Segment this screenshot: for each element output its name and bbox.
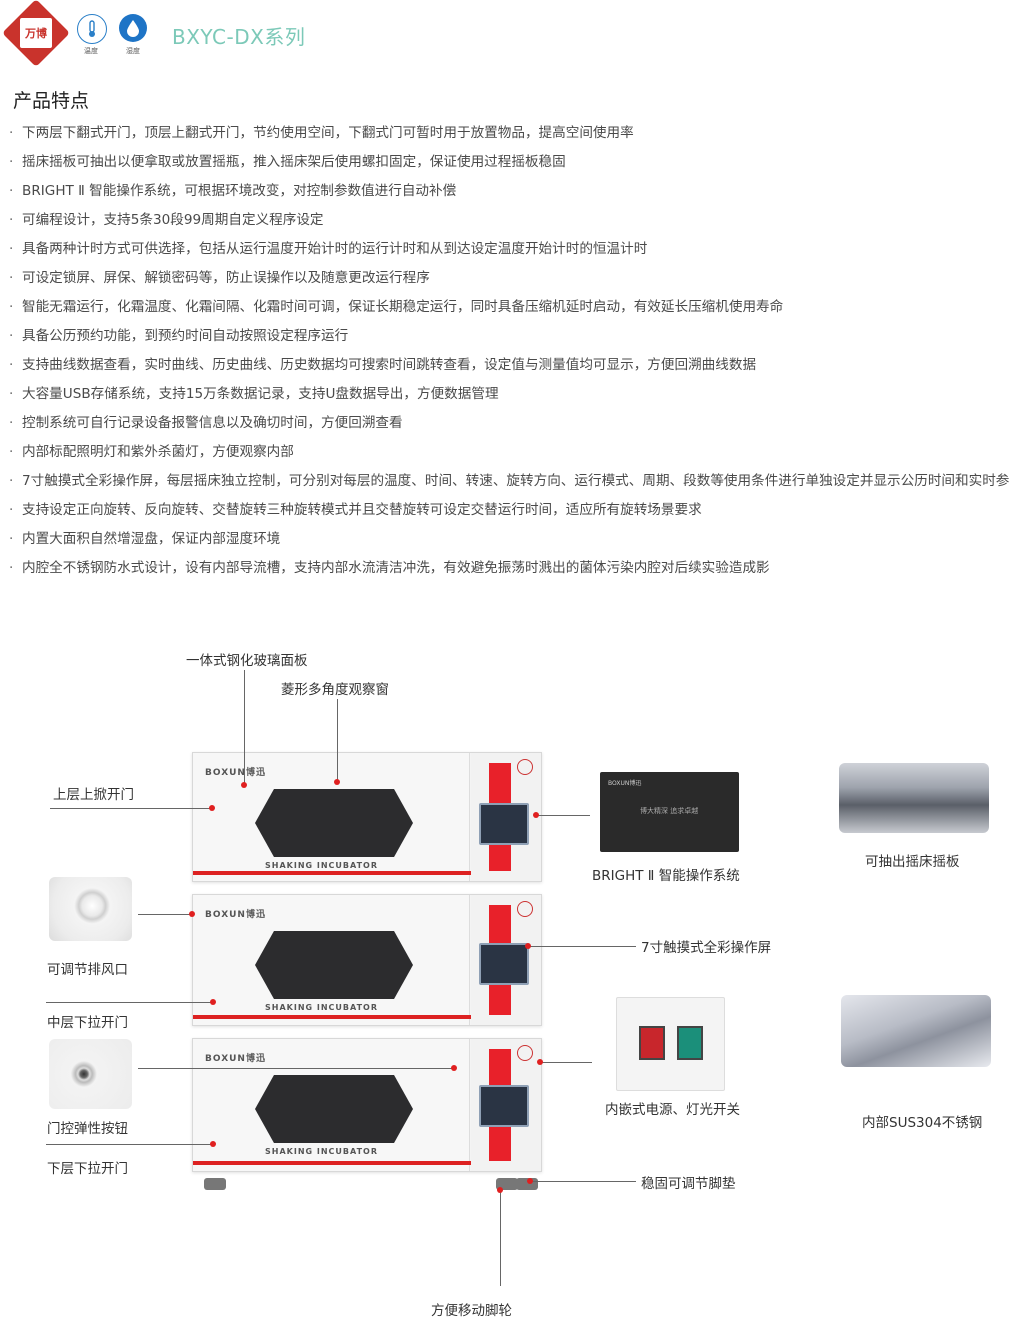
feature-item: ·下两层下翻式开门，顶层上翻式开门，节约使用空间，下翻式门可暂时用于放置物品，提… (9, 125, 634, 141)
marker-dot (525, 943, 531, 949)
feature-item: ·大容量USB存储系统，支持15万条数据记录，支持U盘数据导出，方便数据管理 (9, 386, 499, 402)
callout-casters: 方便移动脚轮 (431, 1303, 512, 1319)
leader-line (530, 1181, 636, 1182)
logo-mark-icon (517, 1045, 533, 1061)
touch-screen (479, 803, 529, 845)
feature-item: ·可设定锁屏、屏保、解锁密码等，防止误操作以及随意更改运行程序 (9, 270, 430, 286)
touch-screen (479, 943, 529, 985)
shaker-tray-photo (839, 763, 989, 833)
callout-glass-panel: 一体式钢化玻璃面板 (186, 653, 308, 669)
foot-pad (204, 1178, 226, 1190)
leader-line (46, 1002, 213, 1003)
logo-mark-icon (517, 759, 533, 775)
callout-power-switch: 内嵌式电源、灯光开关 (605, 1102, 740, 1118)
door-button-photo (49, 1039, 132, 1109)
vent-photo (49, 877, 132, 941)
callout-feet: 稳固可调节脚垫 (641, 1176, 736, 1192)
feature-item: ·7寸触摸式全彩操作屏，每层摇床独立控制，可分别对每层的温度、时间、转速、旋转方… (9, 473, 1010, 489)
callout-vent: 可调节排风口 (47, 962, 128, 978)
marker-dot (533, 812, 539, 818)
feature-item: ·具备公历预约功能，到预约时间自动按照设定程序运行 (9, 328, 349, 344)
series-title: BXYC-DX系列 (172, 25, 306, 49)
leader-line (138, 914, 192, 915)
callout-bottom-door: 下层下拉开门 (47, 1161, 128, 1177)
marker-dot (210, 999, 216, 1005)
callout-touch-screen: 7寸触摸式全彩操作屏 (641, 940, 772, 956)
diamond-window (255, 789, 413, 857)
feature-item: ·支持曲线数据查看，实时曲线、历史曲线、历史数据均可搜索时间跳转查看，设定值与测… (9, 357, 757, 373)
callout-sus304: 内部SUS304不锈钢 (862, 1115, 983, 1131)
feature-item: ·具备两种计时方式可供选择，包括从运行温度开始计时的运行计时和从到达设定温度开始… (9, 241, 648, 257)
leader-line (536, 815, 590, 816)
product-diagram: BOXUN博迅 SHAKING INCUBATOR BOXUN博迅 SHAKIN… (0, 630, 1023, 1328)
callout-shaker-tray: 可抽出摇床摇板 (865, 854, 960, 870)
callout-diamond-window: 菱形多角度观察窗 (281, 682, 389, 698)
feature-item: ·BRIGHT Ⅱ 智能操作系统，可根据环境改变，对控制参数值进行自动补偿 (9, 183, 457, 199)
thermometer-icon (77, 14, 107, 44)
diamond-window (255, 931, 413, 999)
marker-dot (527, 1178, 533, 1184)
brand-mark: BOXUN博迅 (205, 910, 266, 920)
feature-item: ·可编程设计，支持5条30段99周期自定义程序设定 (9, 212, 324, 228)
section-title: 产品特点 (13, 90, 90, 112)
red-trim (193, 1015, 471, 1019)
brand-mark: BOXUN博迅 (205, 768, 266, 778)
screen-brand: BOXUN博迅 (608, 780, 642, 787)
callout-door-button: 门控弹性按钮 (47, 1121, 128, 1137)
screen-slogan: 博大精深 追求卓越 (640, 807, 699, 815)
logo-mark-icon (517, 901, 533, 917)
marker-dot (210, 1141, 216, 1147)
feature-item: ·内部标配照明灯和紫外杀菌灯，方便观察内部 (9, 444, 294, 460)
feature-item: ·支持设定正向旋转、反向旋转、交替旋转三种旋转模式并且交替旋转可设定交替运行时间… (9, 502, 702, 518)
feature-item: ·智能无霜运行，化霜温度、化霜间隔、化霜时间可调，保证长期稳定运行，同时具备压缩… (9, 299, 784, 315)
incubator-top-layer: BOXUN博迅 SHAKING INCUBATOR (192, 752, 542, 882)
leader-line (500, 1190, 501, 1286)
red-trim (193, 871, 471, 875)
brand-mark: BOXUN博迅 (205, 1054, 266, 1064)
callout-bright-system: BRIGHT Ⅱ 智能操作系统 (592, 868, 740, 884)
marker-dot (537, 1059, 543, 1065)
unit-label: SHAKING INCUBATOR (265, 1003, 378, 1012)
marker-dot (497, 1187, 503, 1193)
unit-label: SHAKING INCUBATOR (265, 861, 378, 870)
touch-screen (479, 1085, 529, 1127)
power-switch-photo (616, 997, 725, 1091)
brand-logo-inner (20, 18, 52, 48)
red-trim (193, 1161, 471, 1165)
marker-dot (451, 1065, 457, 1071)
leader-line (540, 1062, 592, 1063)
callout-top-door: 上层上掀开门 (53, 787, 134, 803)
leader-line (50, 808, 212, 809)
marker-dot (334, 779, 340, 785)
leader-line (46, 1144, 213, 1145)
incubator-middle-layer: BOXUN博迅 SHAKING INCUBATOR (192, 894, 542, 1026)
humidity-label: 湿度 (126, 47, 140, 55)
brand-logo-text: 万博 (25, 27, 47, 40)
leader-line (138, 1068, 454, 1069)
feature-list: ·下两层下翻式开门，顶层上翻式开门，节约使用空间，下翻式门可暂时用于放置物品，提… (9, 122, 1023, 586)
sus304-interior-photo (841, 995, 991, 1067)
feature-item: ·内腔全不锈钢防水式设计，设有内部导流槽，支持内部水流清洁冲洗，有效避免振荡时溅… (9, 560, 770, 576)
leader-line (337, 699, 338, 781)
callout-mid-door: 中层下拉开门 (47, 1015, 128, 1031)
power-switch (639, 1026, 665, 1060)
feature-item: ·内置大面积自然增湿盘，保证内部湿度环境 (9, 531, 281, 547)
marker-dot (209, 805, 215, 811)
marker-dot (241, 782, 247, 788)
light-switch (677, 1026, 703, 1060)
marker-dot (189, 911, 195, 917)
feature-item: ·控制系统可自行记录设备报警信息以及确切时间，方便回溯查看 (9, 415, 403, 431)
bright-system-screen-photo: BOXUN博迅 博大精深 追求卓越 (600, 772, 739, 852)
leader-line (528, 946, 636, 947)
feature-item: ·摇床摇板可抽出以便拿取或放置摇瓶，推入摇床架后使用螺扣固定，保证使用过程摇板稳… (9, 154, 566, 170)
diamond-window (255, 1075, 413, 1143)
incubator-bottom-layer: BOXUN博迅 SHAKING INCUBATOR (192, 1038, 542, 1172)
leader-line (244, 670, 245, 784)
temperature-label: 温度 (84, 47, 98, 55)
unit-label: SHAKING INCUBATOR (265, 1147, 378, 1156)
water-drop-icon (119, 14, 147, 42)
